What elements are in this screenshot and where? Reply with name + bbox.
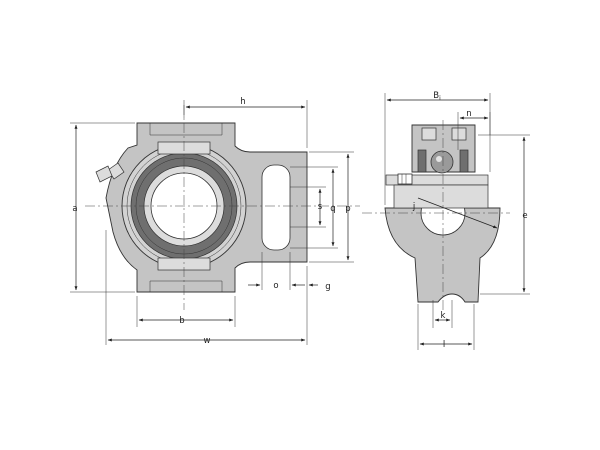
side-ball (430, 150, 454, 174)
dim-label-o: o (273, 281, 278, 291)
dim-label-p: p (345, 204, 350, 214)
dim-label-k: k (441, 311, 446, 321)
side-view (362, 120, 510, 310)
dim-label-s: s (318, 202, 323, 212)
dim-label-w: w (204, 336, 211, 346)
dim-label-e: e (522, 211, 527, 221)
front-dimensions: h a b w o g s q (70, 97, 354, 346)
dim-label-g: g (325, 282, 330, 292)
dim-label-l: l (443, 340, 445, 350)
dim-label-q: q (330, 204, 335, 214)
grease-nipple-icon (95, 162, 125, 183)
dim-label-n: n (466, 109, 471, 119)
side-dimensions: Bi n j e k l (384, 91, 530, 350)
dim-label-b: b (179, 316, 184, 326)
side-housing (384, 207, 501, 303)
dim-label-h: h (240, 97, 245, 107)
dim-label-j: j (412, 202, 415, 212)
front-view (85, 105, 360, 310)
front-slot (261, 164, 291, 251)
set-screw-icon (397, 173, 413, 185)
dim-label-B: Bi (433, 91, 441, 102)
dim-label-a: a (72, 204, 77, 214)
